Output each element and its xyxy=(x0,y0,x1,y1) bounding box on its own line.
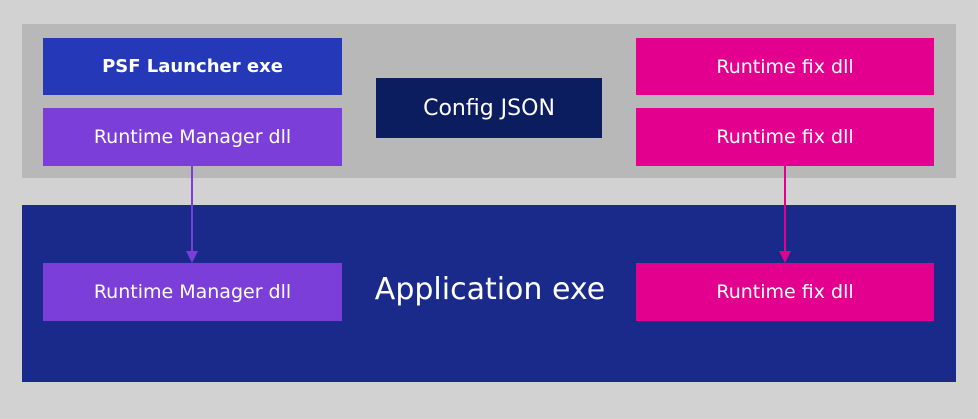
runtime-fix-box-1: Runtime fix dll xyxy=(636,38,934,95)
config-json-box: Config JSON xyxy=(376,78,602,138)
runtime-fix-box-2: Runtime fix dll xyxy=(636,108,934,166)
runtime-manager-box-top: Runtime Manager dll xyxy=(43,108,342,166)
runtime-fix-box-3: Runtime fix dll xyxy=(636,263,934,321)
application-exe-label: Application exe xyxy=(374,271,606,307)
psf-launcher-box: PSF Launcher exe xyxy=(43,38,342,95)
runtime-fix-arrowhead xyxy=(779,251,791,263)
runtime-manager-arrowhead xyxy=(186,251,198,263)
runtime-manager-box-bottom: Runtime Manager dll xyxy=(43,263,342,321)
